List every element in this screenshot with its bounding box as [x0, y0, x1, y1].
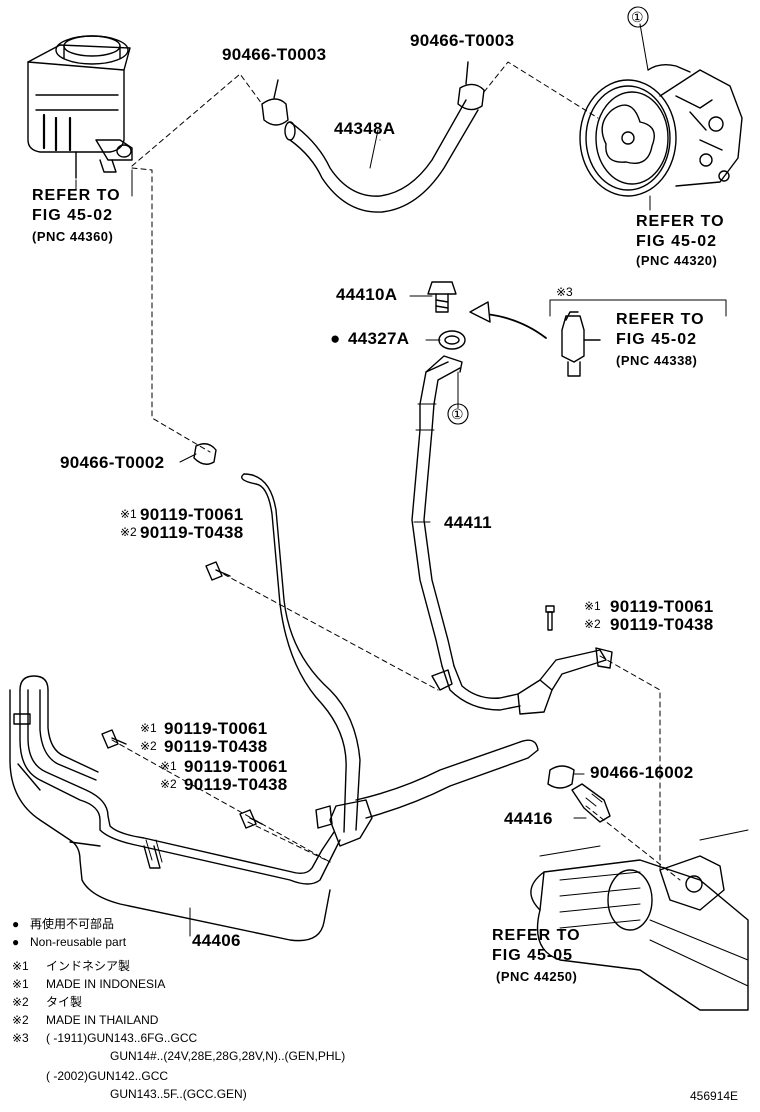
steering-gear	[530, 829, 749, 1011]
ref-pump-line2: FIG 45-02	[636, 233, 718, 250]
label-44410a: 44410A	[336, 285, 398, 304]
legend-note2-en: MADE IN THAILAND	[46, 1013, 159, 1027]
bolt-90119-a	[205, 561, 231, 581]
label-44411: 44411	[444, 513, 492, 532]
legend-note2-mark-en: ※2	[12, 1013, 29, 1027]
legend-note3-mark: ※3	[12, 1031, 29, 1045]
note1-mark-d: ※1	[160, 759, 177, 773]
label-bolt-a-1: 90119-T0061	[140, 505, 244, 524]
note3-mark-switch: ※3	[556, 285, 573, 299]
note2-mark-b: ※2	[584, 617, 601, 631]
ref-reservoir-line1: REFER TO	[32, 187, 121, 204]
ref-reservoir-pnc: (PNC 44360)	[32, 229, 114, 244]
legend-note1-mark-en: ※1	[12, 977, 29, 991]
legend-note1-jp: インドネシア製	[46, 959, 131, 973]
label-bolt-d-2: 90119-T0438	[184, 775, 288, 794]
union-44416	[571, 783, 611, 823]
label-bolt-a-2: 90119-T0438	[140, 523, 244, 542]
label-90466-t0003-right: 90466-T0003	[410, 31, 515, 50]
label-bolt-b-2: 90119-T0438	[610, 615, 714, 634]
ref-gear-line1: REFER TO	[492, 927, 581, 944]
label-44416: 44416	[504, 809, 553, 828]
legend-note3-line4: GUN143..5F..(GCC.GEN)	[110, 1087, 247, 1101]
bolt-90119-d	[239, 809, 263, 829]
ref-gear-line2: FIG 45-05	[492, 947, 574, 964]
power-steering-pump	[579, 63, 743, 197]
legend-note2-jp: タイ製	[46, 995, 83, 1009]
pressure-hose-44411	[411, 355, 613, 715]
note2-mark-d: ※2	[160, 777, 177, 791]
legend-note3-line2: GUN14#..(24V,28E,28G,28V,N)..(GEN,PHL)	[110, 1049, 346, 1063]
ref-switch-line2: FIG 45-02	[616, 331, 698, 348]
circle-1-hose-text: ①	[451, 406, 464, 422]
note2-mark-c: ※2	[140, 739, 157, 753]
note1-mark-b: ※1	[584, 599, 601, 613]
clamp-90466-t0003-left	[261, 79, 289, 126]
legend-bullet-en: ●	[12, 935, 20, 949]
note2-mark-a: ※2	[120, 525, 137, 539]
ref-reservoir-line2: FIG 45-02	[32, 207, 114, 224]
tube-44406	[9, 675, 539, 942]
legend-note3-line3: ( -2002)GUN142..GCC	[46, 1069, 169, 1083]
note1-mark-a: ※1	[120, 507, 137, 521]
legend-note2-mark-jp: ※2	[12, 995, 29, 1009]
legend-nonreusable-en: Non-reusable part	[30, 935, 127, 949]
gasket-44327a	[438, 330, 466, 350]
union-bolt-44410a	[427, 281, 457, 313]
figure-id: 456914E	[690, 1089, 739, 1103]
label-90466-16002: 90466-16002	[590, 763, 694, 782]
label-bolt-c-1: 90119-T0061	[164, 719, 268, 738]
circle-1-pump-text: ①	[631, 9, 644, 25]
legend-nonreusable-jp: 再使用不可部品	[30, 917, 115, 931]
label-90466-t0003-left: 90466-T0003	[222, 45, 327, 64]
ref-switch-pnc: (PNC 44338)	[616, 353, 698, 368]
label-bolt-b-1: 90119-T0061	[610, 597, 714, 616]
legend-note1-mark-jp: ※1	[12, 959, 29, 973]
label-44406: 44406	[192, 931, 241, 950]
label-bolt-c-2: 90119-T0438	[164, 737, 268, 756]
return-hose	[193, 443, 361, 833]
label-90466-t0002: 90466-T0002	[60, 453, 165, 472]
ref-switch-line1: REFER TO	[616, 311, 705, 328]
reservoir-tank	[27, 35, 133, 179]
clamp-90466-16002	[547, 765, 575, 789]
clamp-90466-t0003-right	[457, 61, 485, 111]
ref-gear-pnc: (PNC 44250)	[496, 969, 578, 984]
pressure-switch	[561, 311, 601, 377]
ref-pump-line1: REFER TO	[636, 213, 725, 230]
legend-bullet-jp: ●	[12, 917, 20, 931]
hose-44348a	[284, 99, 479, 213]
label-44327a: 44327A	[348, 329, 410, 348]
label-bolt-d-1: 90119-T0061	[184, 757, 288, 776]
circle-1-marker-pump	[627, 6, 649, 28]
circle-1-marker-hose	[447, 403, 469, 425]
note1-mark-c: ※1	[140, 721, 157, 735]
ref-pump-pnc: (PNC 44320)	[636, 253, 718, 268]
nonreusable-bullet: ●	[330, 329, 341, 348]
legend-note3-line1: ( -1911)GUN143..6FG..GCC	[46, 1031, 198, 1045]
label-44348a: 44348A	[334, 119, 396, 138]
bolt-90119-c	[101, 729, 127, 749]
legend-note1-en: MADE IN INDONESIA	[46, 977, 166, 991]
